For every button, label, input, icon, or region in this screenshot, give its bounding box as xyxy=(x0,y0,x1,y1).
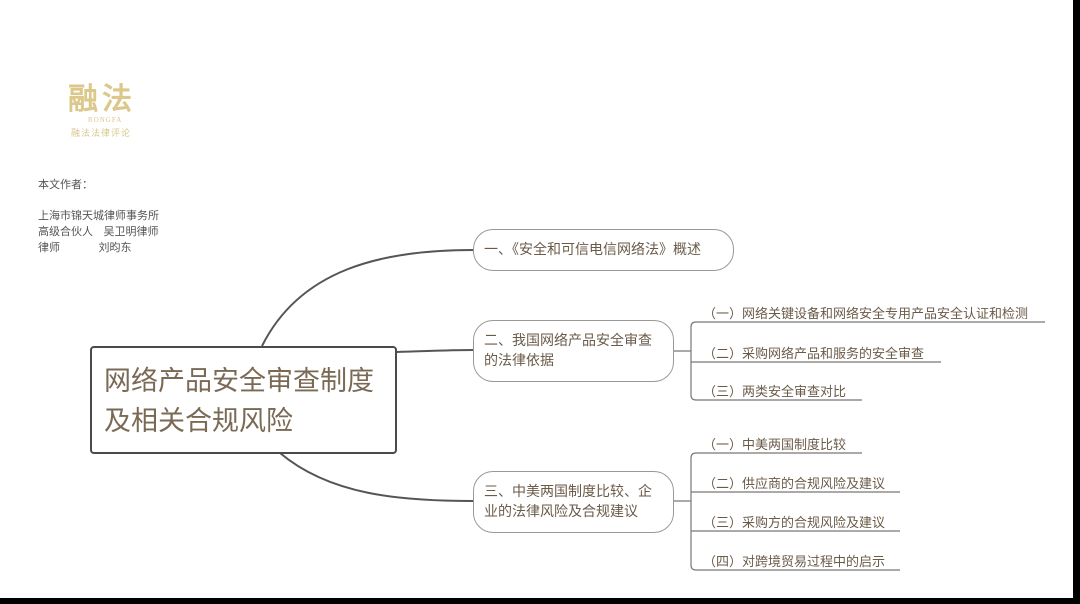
subtopic[interactable]: （二）采购网络产品和服务的安全审查 xyxy=(703,347,925,362)
logo-english: RONGFA xyxy=(88,116,123,124)
author-line: 律师 刘昀东 xyxy=(38,241,132,254)
bracket-branch-2 xyxy=(690,321,1045,401)
author-line: 上海市锦天城律师事务所 xyxy=(38,209,159,222)
central-topic-text: 网络产品安全审查制度 及相关合规风险 xyxy=(104,366,374,437)
subtopic[interactable]: （一）网络关键设备和网络安全专用产品安全认证和检测 xyxy=(703,307,1029,322)
connector-branch-3 xyxy=(279,452,474,502)
branch-1[interactable]: 一、《安全和可信电信网络法》概述 xyxy=(473,229,734,271)
subtopic[interactable]: （二）供应商的合规风险及建议 xyxy=(703,477,886,492)
bracket-branch-3 xyxy=(690,452,900,571)
logo-subtitle: 融法法律评论 xyxy=(71,129,132,139)
connector-branch-2 xyxy=(396,349,474,353)
branch-label: 一、《安全和可信电信网络法》概述 xyxy=(484,242,701,258)
connector-branch-1 xyxy=(261,249,474,347)
central-topic[interactable]: 网络产品安全审查制度 及相关合规风险 xyxy=(90,346,397,454)
subtopic[interactable]: （一）中美两国制度比较 xyxy=(703,438,847,453)
branch-label: 三、中美两国制度比较、企业的法律风险及合规建议 xyxy=(484,484,652,520)
branch-label: 二、我国网络产品安全审查的法律依据 xyxy=(484,333,652,369)
author-heading: 本文作者： xyxy=(38,178,93,191)
subtopic[interactable]: （三）两类安全审查对比 xyxy=(703,385,847,400)
branch-2[interactable]: 二、我国网络产品安全审查的法律依据 xyxy=(473,320,674,382)
frame-border-right xyxy=(1073,0,1080,604)
subtopic[interactable]: （三）采购方的合规风险及建议 xyxy=(703,516,886,531)
frame-border-bottom xyxy=(0,598,1080,604)
author-line: 高级合伙人 吴卫明律师 xyxy=(38,225,159,238)
branch-3[interactable]: 三、中美两国制度比较、企业的法律风险及合规建议 xyxy=(473,471,674,533)
subtopic[interactable]: （四）对跨境贸易过程中的启示 xyxy=(703,555,886,570)
logo: 融法 xyxy=(68,82,136,117)
